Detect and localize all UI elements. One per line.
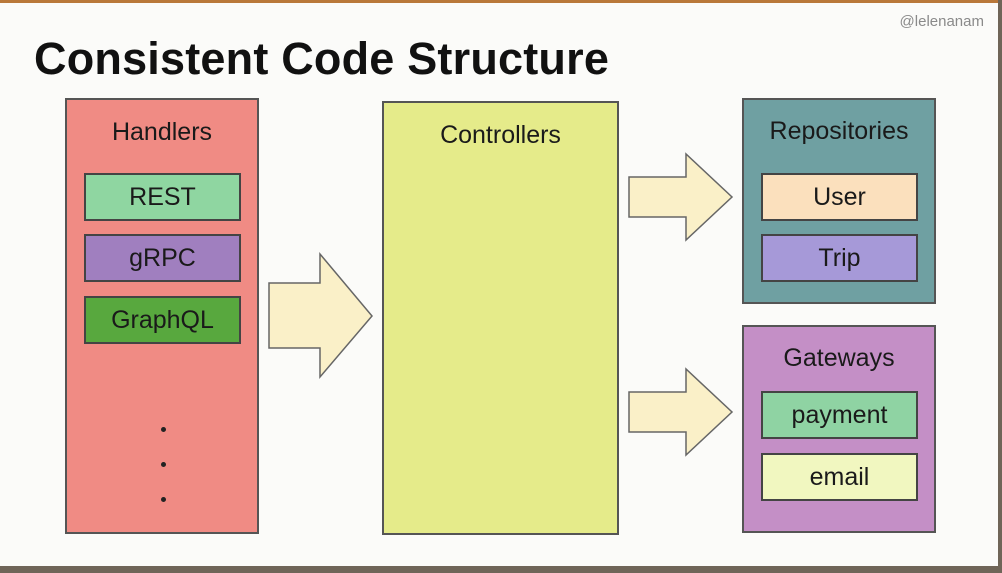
repositories-label: Repositories <box>769 117 909 145</box>
handler-rest: REST <box>84 173 241 221</box>
handler-graphql: GraphQL <box>84 296 241 344</box>
ellipsis-dot <box>161 427 166 432</box>
handlers-label: Handlers <box>111 118 213 146</box>
arrow-handlers-to-controllers <box>268 251 373 380</box>
arrow-controllers-to-gateways <box>628 367 734 457</box>
author-handle: @lelenanam <box>899 13 984 30</box>
arrow-controllers-to-repositories <box>628 152 734 242</box>
slide-title: Consistent Code Structure <box>34 33 610 84</box>
gateways-label: Gateways <box>783 344 895 372</box>
controllers-label: Controllers <box>440 121 561 149</box>
handler-grpc: gRPC <box>84 234 241 282</box>
gateway-payment: payment <box>761 391 918 439</box>
ellipsis-dot <box>161 497 166 502</box>
repository-user: User <box>761 173 918 221</box>
handlers-box: Handlers REST gRPC GraphQL <box>65 98 259 534</box>
ellipsis-dot <box>161 462 166 467</box>
gateways-box: Gateways payment email <box>742 325 936 533</box>
controllers-box: Controllers <box>382 101 619 535</box>
repository-trip: Trip <box>761 234 918 282</box>
gateway-email: email <box>761 453 918 501</box>
repositories-box: Repositories User Trip <box>742 98 936 304</box>
